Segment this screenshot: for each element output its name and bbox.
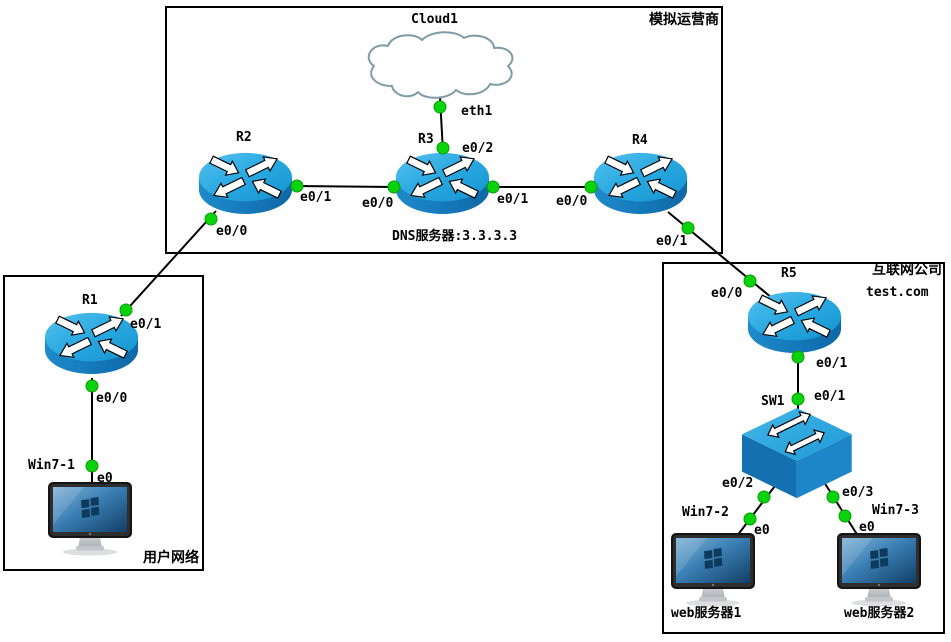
r5-e0-0-label: e0/0	[711, 286, 743, 301]
link-r2-r1	[120, 210, 217, 317]
sw1-device[interactable]	[741, 407, 853, 499]
r3-device[interactable]	[395, 151, 490, 215]
dns-note-label: DNS服务器:3.3.3.3	[392, 229, 518, 244]
r3-e0-0-label: e0/0	[362, 196, 394, 211]
r4-label: R4	[632, 133, 648, 148]
r1-label: R1	[82, 293, 98, 308]
r2-e0-0-label: e0/0	[216, 224, 248, 239]
dot-r1-e0-1	[119, 303, 133, 317]
r2-device[interactable]	[198, 151, 293, 215]
win7-1-device[interactable]	[48, 482, 132, 556]
r5-e0-1-label: e0/1	[816, 356, 848, 371]
region-isp-label: 模拟运营商	[649, 12, 719, 28]
cloud1-device[interactable]	[367, 31, 514, 99]
r3-e0-2-label: e0/2	[462, 141, 494, 156]
router-icon	[44, 311, 139, 375]
r2-label: R2	[236, 130, 252, 145]
r4-e0-0-label: e0/0	[556, 194, 588, 209]
pc-monitor-icon	[48, 482, 132, 556]
win7-2-e0-label: e0	[754, 523, 770, 538]
sw1-e0-2-label: e0/2	[722, 476, 754, 491]
dot-sw1-e0-3	[826, 490, 840, 504]
dot-r5-e0-1	[791, 350, 805, 364]
dot-r4-e0-1	[681, 221, 695, 235]
dot-r4-e0-0	[584, 180, 598, 194]
region-company-label: 互联网公司	[872, 262, 942, 278]
cloud1-label: Cloud1	[411, 12, 458, 27]
dot-sw1-e0-2	[757, 490, 771, 504]
win7-1-e0-label: e0	[97, 471, 113, 486]
sw1-e0-1-label: e0/1	[814, 389, 846, 404]
dot-sw1-e0-1	[791, 392, 805, 406]
dot-r3-e0-1	[486, 180, 500, 194]
cloud-icon	[367, 31, 514, 99]
region-box-isp[interactable]	[165, 6, 723, 254]
win7-1-label: Win7-1	[28, 458, 75, 473]
pc-monitor-icon	[671, 533, 755, 607]
sw1-label: SW1	[761, 394, 785, 409]
dot-win7-3-e0	[838, 509, 852, 523]
switch-icon	[741, 407, 853, 499]
sw1-e0-3-label: e0/3	[842, 485, 874, 500]
router-icon	[593, 151, 688, 215]
router-icon	[198, 151, 293, 215]
dot-r2-e0-0	[204, 212, 218, 226]
region-box-user[interactable]	[3, 275, 204, 571]
dot-r1-e0-0	[85, 379, 99, 393]
r5-device[interactable]	[747, 290, 842, 354]
win7-2-label: Win7-2	[682, 505, 729, 520]
r3-label: R3	[418, 132, 434, 147]
web-server-1-label: web服务器1	[671, 606, 742, 621]
r3-e0-1-label: e0/1	[497, 192, 529, 207]
r2-e0-1-label: e0/1	[300, 190, 332, 205]
r1-e0-1-label: e0/1	[130, 317, 162, 332]
dot-r2-e0-1	[290, 179, 304, 193]
router-icon	[395, 151, 490, 215]
win7-3-device[interactable]	[837, 533, 921, 607]
win7-3-e0-label: e0	[859, 520, 875, 535]
company-domain-label: test.com	[866, 285, 929, 300]
r1-device[interactable]	[44, 311, 139, 375]
pc-monitor-icon	[837, 533, 921, 607]
r4-e0-1-label: e0/1	[656, 234, 688, 249]
link-r2-r3	[293, 185, 398, 188]
cloud1-eth1-label: eth1	[461, 104, 493, 119]
router-icon	[747, 290, 842, 354]
dot-win7-2-e0	[743, 512, 757, 526]
r4-device[interactable]	[593, 151, 688, 215]
web-server-2-label: web服务器2	[844, 606, 915, 621]
win7-3-label: Win7-3	[872, 503, 919, 518]
r5-label: R5	[781, 266, 797, 281]
link-sw1-win73	[818, 473, 859, 537]
dot-win7-1-e0	[85, 459, 99, 473]
dot-r3-e0-0	[387, 180, 401, 194]
r1-e0-0-label: e0/0	[96, 391, 128, 406]
dot-r5-e0-0	[743, 274, 757, 288]
region-box-company[interactable]	[662, 262, 945, 634]
dot-r3-e0-2	[436, 141, 450, 155]
endpoint-dots	[85, 100, 852, 526]
dot-cloud1-eth1	[433, 100, 447, 114]
win7-2-device[interactable]	[671, 533, 755, 607]
region-user-label: 用户网络	[143, 550, 199, 566]
